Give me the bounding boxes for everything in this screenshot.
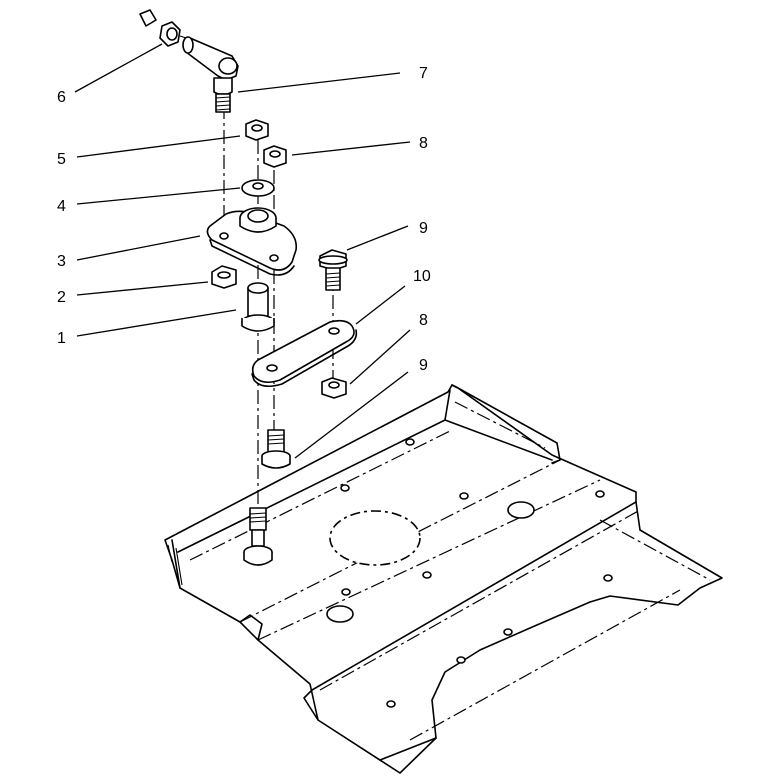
part-3-pivot-plate	[206, 207, 298, 276]
callout-3: 3	[57, 253, 66, 270]
callout-1: 1	[57, 330, 66, 347]
part-10-link	[251, 319, 358, 388]
part-6-jam-nut	[139, 9, 193, 47]
part-5-nut	[245, 119, 269, 141]
part-8-lower-nut	[321, 377, 347, 399]
part-1-bushing	[241, 282, 275, 332]
part-4-washer	[241, 179, 275, 197]
pivot-stud	[243, 507, 273, 566]
callout-9-lower: 9	[419, 357, 428, 374]
callout-10: 10	[413, 268, 431, 285]
part-9-lower-bolt	[261, 429, 291, 469]
callout-9-upper: 9	[419, 220, 428, 237]
base-plate	[164, 384, 723, 774]
part-8-upper-nut	[263, 145, 287, 168]
part-9-upper-bolt	[318, 249, 348, 291]
callout-5: 5	[57, 151, 66, 168]
leader-lines	[74, 43, 411, 459]
callout-8-upper: 8	[419, 135, 428, 152]
callout-labels: 6 7 5 8 4 3 9 2 10 1 8 9	[57, 65, 431, 374]
callout-8-lower: 8	[419, 312, 428, 329]
callout-7: 7	[419, 65, 428, 82]
callout-6: 6	[57, 89, 66, 106]
part-2-nut	[211, 265, 237, 289]
callout-2: 2	[57, 289, 66, 306]
callout-4: 4	[57, 198, 66, 215]
part-7-ball-joint	[182, 36, 239, 113]
